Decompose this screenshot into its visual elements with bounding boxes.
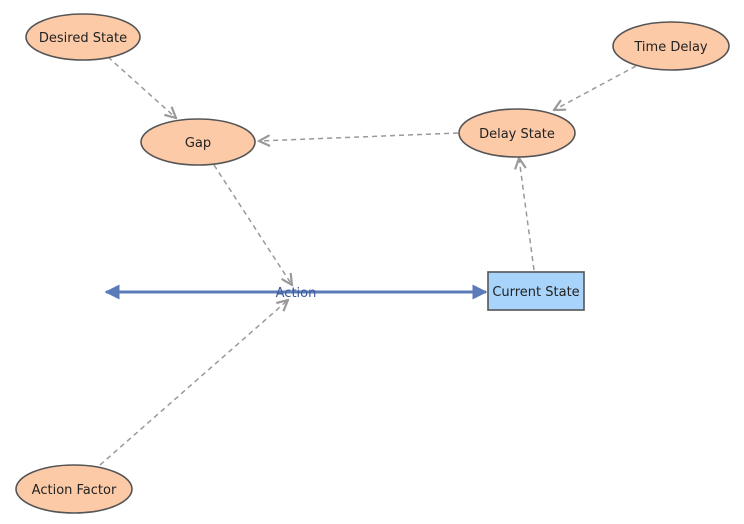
node-action-factor-shape[interactable] (15, 464, 133, 514)
link-current-state-to-delay-state[interactable] (519, 158, 535, 271)
node-current-state-label: Current State (492, 285, 579, 300)
node-gap[interactable]: Gap (140, 118, 256, 166)
node-delay-state-shape[interactable] (458, 108, 576, 158)
flow-label-action: Action (276, 286, 317, 301)
link-time-delay-to-delay-state[interactable] (554, 65, 637, 110)
action-flow[interactable]: Action (104, 284, 488, 301)
node-delay-state[interactable]: Delay State (458, 108, 576, 158)
node-time-delay-label: Time Delay (633, 40, 708, 55)
node-desired-state-shape[interactable] (25, 13, 141, 61)
node-time-delay-shape[interactable] (612, 21, 730, 71)
node-delay-state-label: Delay State (479, 127, 555, 142)
node-action-factor-label: Action Factor (32, 483, 117, 498)
link-delay-state-to-gap[interactable] (259, 132, 459, 141)
links (99, 56, 637, 466)
node-desired-state[interactable]: Desired State (25, 13, 141, 61)
node-current-state[interactable]: Current State (487, 271, 585, 311)
node-current-state-shape[interactable] (487, 271, 585, 311)
node-desired-state-label: Desired State (39, 31, 127, 46)
node-gap-label: Gap (185, 136, 211, 151)
link-desired-state-to-gap[interactable] (107, 56, 176, 118)
link-gap-to-action[interactable] (213, 164, 292, 285)
node-time-delay[interactable]: Time Delay (612, 21, 730, 71)
link-action-factor-to-action[interactable] (99, 300, 288, 466)
node-action-factor[interactable]: Action Factor (15, 464, 133, 514)
node-gap-shape[interactable] (140, 118, 256, 166)
